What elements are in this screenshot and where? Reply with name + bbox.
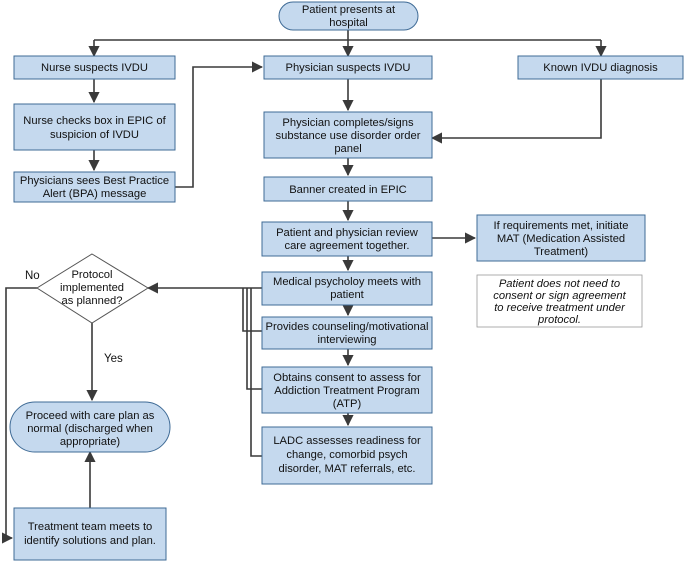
label-no: No (25, 270, 40, 282)
connectors (1, 30, 607, 544)
node-known-diagnosis: Known IVDU diagnosis (517, 55, 684, 80)
label-yes: Yes (104, 353, 123, 365)
svg-text:Physician suspects IVDU: Physician suspects IVDU (286, 62, 411, 74)
svg-text:Provides counseling/motivation: Provides counseling/motivationalintervie… (266, 321, 429, 346)
svg-text:Known IVDU diagnosis: Known IVDU diagnosis (543, 62, 658, 74)
node-banner-created: Banner created in EPIC (263, 176, 433, 202)
svg-text:Banner created in EPIC: Banner created in EPIC (289, 184, 407, 196)
svg-text:Nurse suspects IVDU: Nurse suspects IVDU (41, 62, 148, 74)
node-nurse-suspects: Nurse suspects IVDU (13, 55, 176, 80)
node-physician-suspects: Physician suspects IVDU (263, 55, 433, 80)
